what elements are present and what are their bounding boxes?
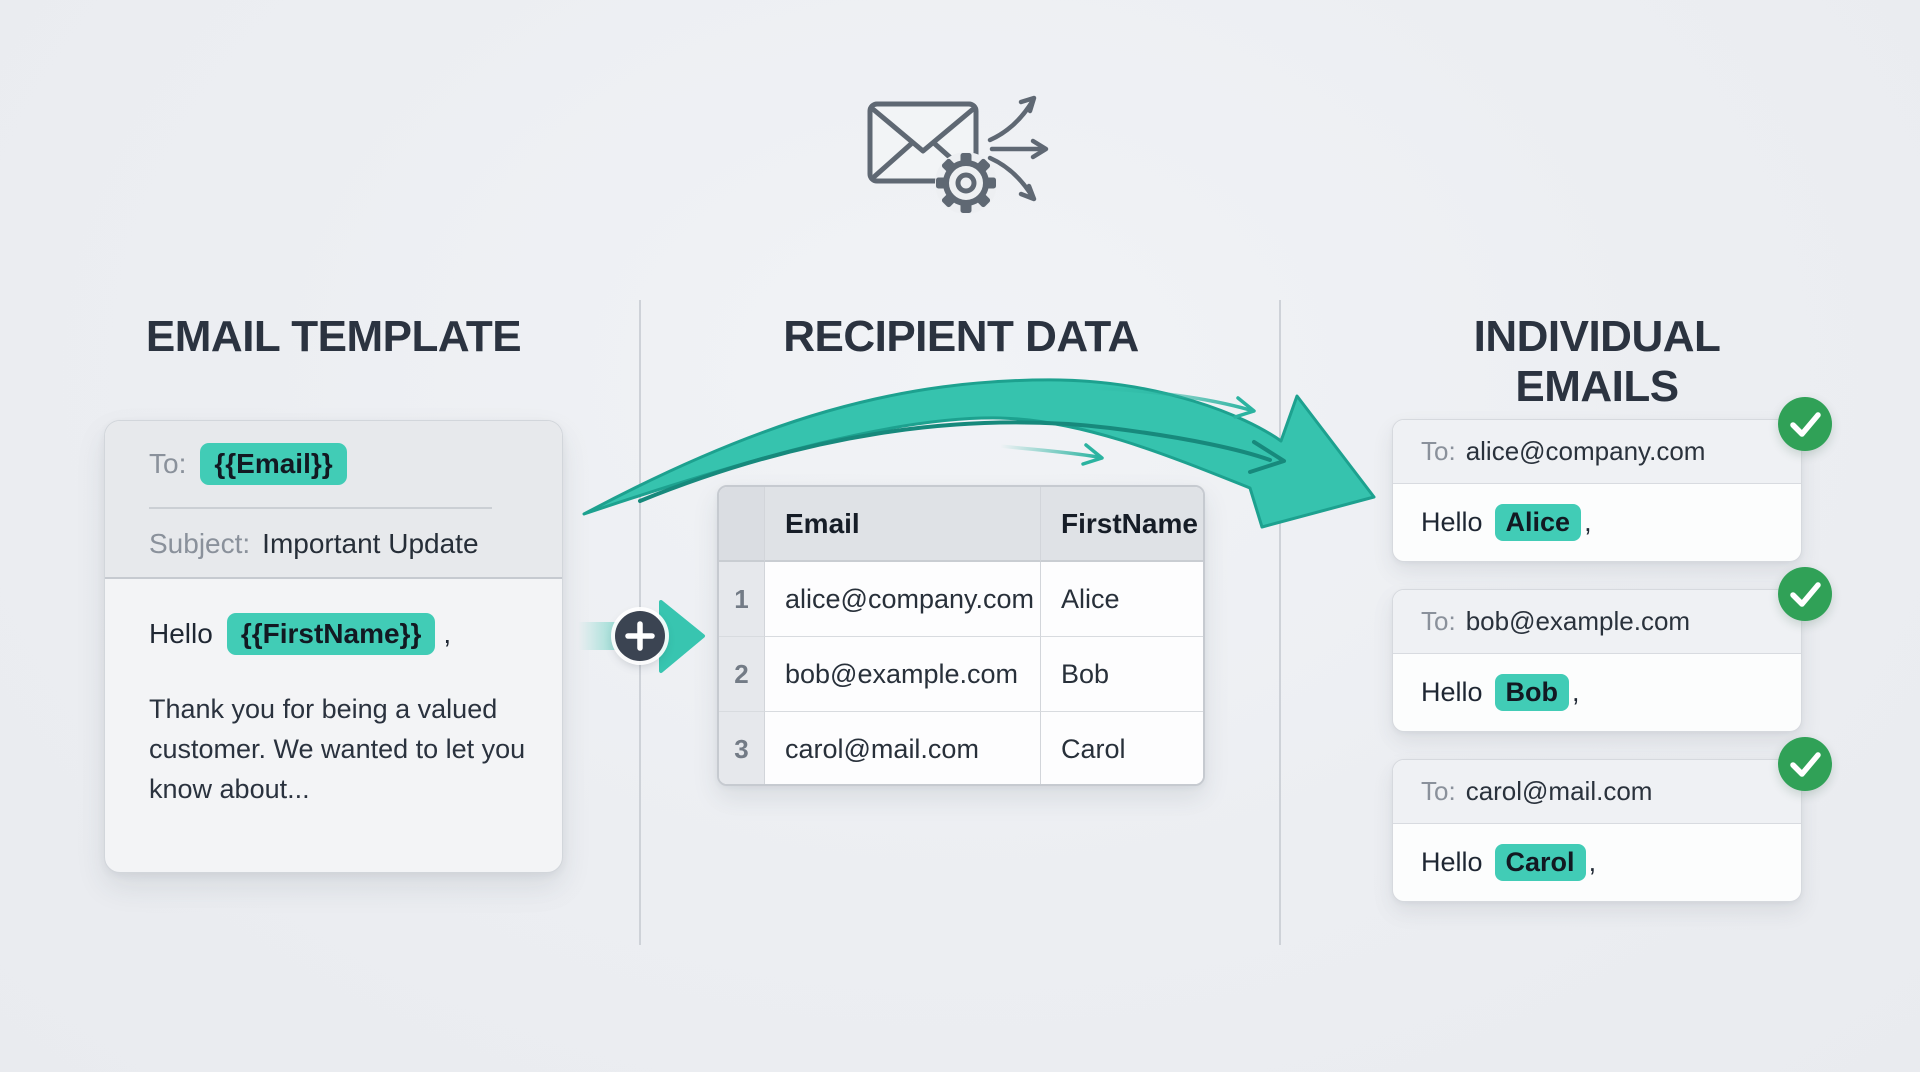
gear-icon [936, 153, 996, 213]
email-card-bob: To: bob@example.com Hello Bob , [1392, 589, 1802, 732]
row-number: 2 [719, 637, 765, 712]
column-title-individual-emails: INDIVIDUAL EMAILS [1473, 312, 1721, 411]
template-paragraph: Thank you for being a valued customer. W… [149, 694, 526, 805]
divider-right [1279, 300, 1281, 945]
recipient-table: Email FirstName 1 alice@company.com Alic… [717, 485, 1205, 786]
greeting-prefix: Hello [1421, 507, 1483, 537]
accent-arrow-middle [998, 443, 1104, 466]
check-icon [1778, 397, 1832, 451]
table-header-corner [719, 487, 765, 562]
to-label: To: [1421, 436, 1456, 466]
to-address: carol@mail.com [1465, 776, 1653, 806]
gear-halo [935, 152, 997, 214]
greeting-prefix: Hello [149, 618, 213, 650]
merged-name-chip: Bob [1494, 673, 1570, 712]
header-separator [149, 507, 492, 509]
to-label: To: [1421, 606, 1456, 636]
greeting-suffix: , [443, 618, 452, 650]
cell-email: carol@mail.com [765, 712, 1041, 784]
cell-email: alice@company.com [765, 562, 1041, 637]
firstname-placeholder-chip: {{FirstName}} [226, 613, 436, 656]
check-icon [1778, 737, 1832, 791]
to-address: alice@company.com [1465, 436, 1706, 466]
greeting-suffix: , [1584, 507, 1592, 537]
table-header-email: Email [765, 487, 1041, 562]
accent-arrow-top [1084, 386, 1256, 419]
subject-label: Subject: [149, 527, 251, 559]
greeting-prefix: Hello [1421, 677, 1483, 707]
to-label: To: [149, 448, 187, 479]
merged-name-chip: Carol [1494, 843, 1586, 882]
cell-firstname: Carol [1041, 712, 1203, 784]
email-card-carol: To: carol@mail.com Hello Carol , [1392, 759, 1802, 902]
row-number: 1 [719, 562, 765, 637]
column-title-recipient-data: RECIPIENT DATA [783, 312, 1139, 361]
plus-icon [615, 611, 665, 661]
subject-value: Important Update [262, 527, 479, 559]
template-body: Hello {{FirstName}} , Thank you for bein… [105, 579, 562, 809]
merged-name-chip: Alice [1494, 503, 1582, 542]
email-card-alice: To: alice@company.com Hello Alice , [1392, 419, 1802, 562]
template-header: To: {{Email}} Subject: Important Update [105, 421, 562, 579]
to-label: To: [1421, 776, 1456, 806]
email-template-card: To: {{Email}} Subject: Important Update … [104, 420, 563, 873]
check-icon [1778, 567, 1832, 621]
greeting-suffix: , [1588, 847, 1597, 877]
greeting-prefix: Hello [1421, 847, 1483, 877]
email-placeholder-chip: {{Email}} [200, 442, 347, 486]
fan-out-arrows-icon [987, 95, 1049, 202]
mail-merge-icon [867, 95, 1049, 214]
row-number: 3 [719, 712, 765, 784]
to-address: bob@example.com [1465, 606, 1691, 636]
cell-firstname: Bob [1041, 637, 1203, 712]
table-header-firstname: FirstName [1041, 487, 1203, 562]
cell-email: bob@example.com [765, 637, 1041, 712]
cell-firstname: Alice [1041, 562, 1203, 637]
greeting-suffix: , [1572, 677, 1580, 707]
column-title-email-template: EMAIL TEMPLATE [145, 312, 522, 361]
